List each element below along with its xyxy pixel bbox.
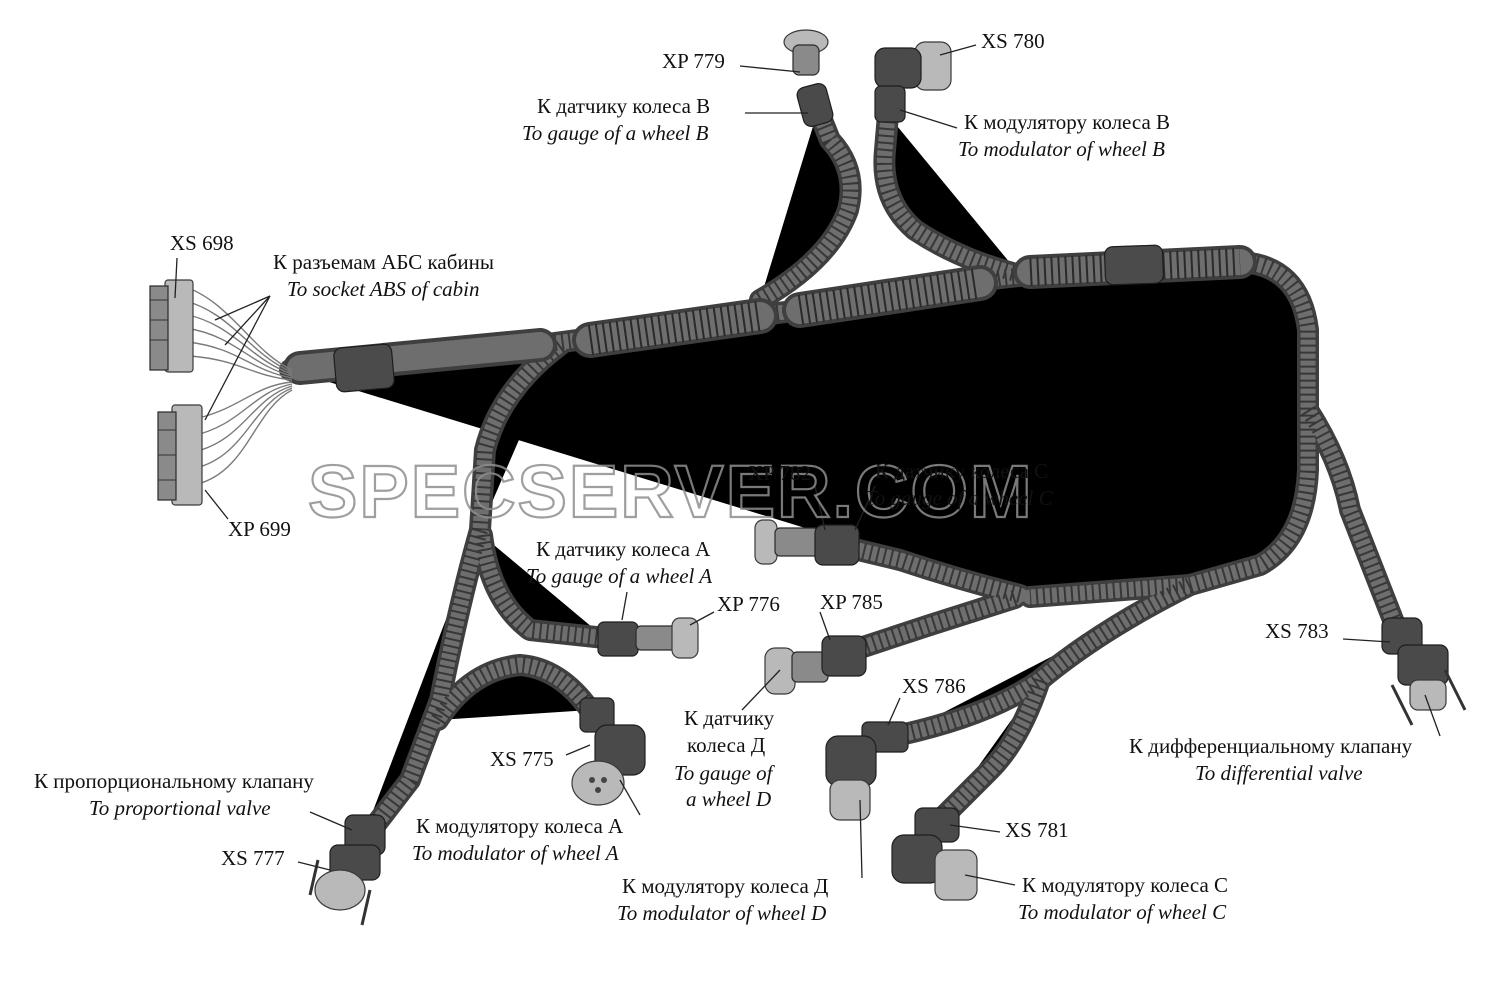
label-mod-c-en: To modulator of wheel C: [1018, 900, 1227, 924]
label-xs783: XS 783: [1265, 619, 1329, 643]
connector-xp785: [764, 635, 867, 695]
connector-xs777: [308, 814, 386, 926]
label-xs781: XS 781: [1005, 818, 1069, 842]
label-gauge-b-ru: К датчику колеса В: [537, 94, 710, 118]
label-xs777: XS 777: [221, 846, 285, 870]
watermark-text: SPECSERVER.COM: [308, 450, 1034, 533]
label-prop-en: To proportional valve: [89, 796, 271, 820]
branch-down: [480, 345, 560, 530]
leader-lines: [174, 44, 1441, 886]
label-xp782: XP 782: [748, 461, 811, 485]
label-mod-d-en: To modulator of wheel D: [617, 901, 826, 925]
label-xp785: XP 785: [820, 590, 883, 614]
label-mod-d-ru: К модулятору колеса Д: [622, 874, 828, 898]
labels: XP 779 XS 780 К датчику колеса В To gaug…: [34, 29, 1413, 925]
connector-xp782: [754, 519, 860, 566]
label-mod-a-ru: К модулятору колеса А: [416, 814, 624, 838]
branch-xs780: [884, 115, 1020, 275]
connector-xs775: [571, 697, 646, 806]
abs-wires: [179, 284, 293, 485]
label-xs780: XS 780: [981, 29, 1045, 53]
label-xp699: XP 699: [228, 517, 291, 541]
label-gauge-d-en-1: To gauge of: [674, 761, 776, 785]
label-gauge-c-en: To gauge of a wheel C: [865, 486, 1054, 510]
connector-xs698: [149, 279, 194, 373]
label-prop-ru: К пропорциональному клапану: [34, 769, 314, 793]
connector-xs780: [874, 41, 952, 123]
label-gauge-d-ru-2: колеса Д: [687, 733, 765, 757]
connector-xp779: [783, 29, 834, 128]
label-abs-en: To socket ABS of cabin: [287, 277, 480, 301]
label-gauge-c-ru: К датчику колеса С: [875, 459, 1048, 483]
label-mod-a-en: To modulator of wheel A: [412, 841, 619, 865]
connector-xs783: [1381, 617, 1467, 726]
label-xs775: XS 775: [490, 747, 554, 771]
label-xp776: XP 776: [717, 592, 780, 616]
connector-xp776: [597, 617, 699, 659]
label-xp779: XP 779: [662, 49, 725, 73]
label-mod-b-en: To modulator of wheel B: [958, 137, 1165, 161]
label-xs698: XS 698: [170, 231, 234, 255]
label-gauge-a-ru: К датчику колеса А: [536, 537, 711, 561]
label-gauge-d-ru-1: К датчику: [684, 706, 775, 730]
label-gauge-d-en-2: a wheel D: [686, 787, 771, 811]
label-xs786: XS 786: [902, 674, 966, 698]
label-diff-en: To differential valve: [1195, 761, 1363, 785]
label-mod-c-ru: К модулятору колеса С: [1022, 873, 1228, 897]
trunk-sleeves: [283, 244, 1257, 393]
label-mod-b-ru: К модулятору колеса В: [964, 110, 1170, 134]
connector-xs786: [825, 721, 909, 821]
label-abs-ru: К разъемам АБС кабины: [273, 250, 494, 274]
label-gauge-a-en: To gauge of a wheel A: [526, 564, 712, 588]
connector-xs781: [891, 807, 978, 901]
label-gauge-b-en: To gauge of a wheel B: [522, 121, 709, 145]
branch-xp779: [760, 110, 851, 300]
connector-xp699: [157, 404, 203, 506]
label-diff-ru: К дифференциальному клапану: [1129, 734, 1413, 758]
